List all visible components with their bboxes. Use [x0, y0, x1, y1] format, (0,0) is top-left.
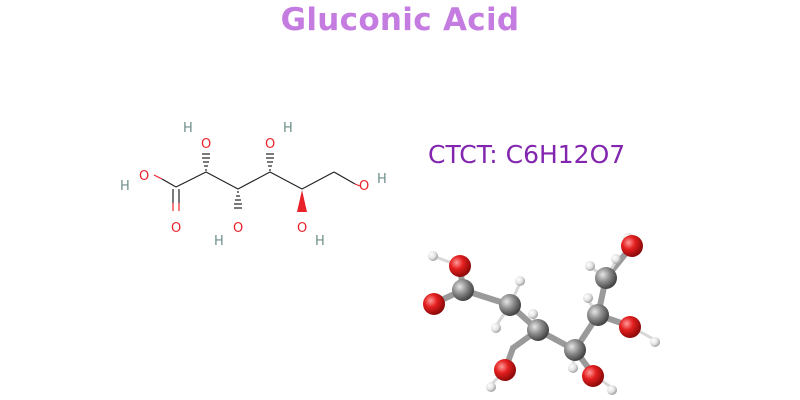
hashed-bond-c4 [266, 153, 274, 171]
bond-c6-o6 [333, 171, 356, 185]
model-oxygens [423, 235, 643, 387]
label-h-c5: H [315, 234, 325, 249]
label-h-c6: H [377, 172, 387, 187]
label-o-c3: O [233, 221, 243, 236]
bond-c1-oh-red [153, 174, 163, 180]
molecular-formula: CTCT: C6H12O7 [428, 140, 626, 169]
model-hydrogens [428, 233, 660, 395]
label-o-c4: O [265, 137, 275, 152]
page-title: Gluconic Acid [280, 2, 520, 38]
label-o-c1-hydroxyl: O [139, 169, 149, 184]
label-h-c3: H [214, 234, 224, 249]
label-o-c1-carbonyl: O [171, 221, 181, 236]
bond-c6-o6-red [354, 183, 361, 187]
carbon-backbone [175, 171, 335, 190]
label-o-c6: O [359, 179, 369, 194]
label-h-c1: H [120, 179, 130, 194]
bond-c1-oh [161, 178, 177, 188]
label-h-c2: H [183, 121, 193, 136]
hashed-bond-c2 [202, 153, 210, 171]
wedge-bond-c5 [297, 190, 307, 212]
label-o-c2: O [201, 137, 211, 152]
hashed-bond-c3 [234, 191, 242, 209]
label-h-c4: H [283, 121, 293, 136]
model-carbons [452, 267, 617, 361]
label-o-c5: O [297, 221, 307, 236]
